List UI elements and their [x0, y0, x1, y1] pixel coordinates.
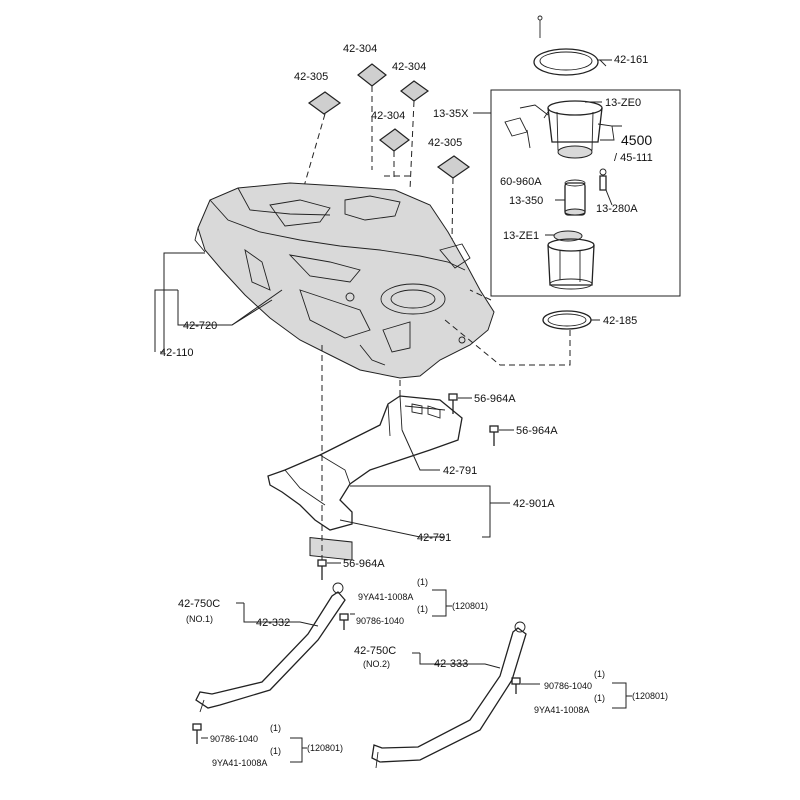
label-42-750c-2: 42-750C [354, 645, 396, 657]
label-qty-1f: (1) [270, 746, 281, 756]
label-no2: (NO.2) [363, 659, 390, 669]
bolt-56-964a-right [489, 425, 499, 446]
label-4500: 4500 [621, 132, 652, 148]
fuel-pump-13-350 [564, 179, 586, 216]
fuel-pump-module-13-35x [504, 100, 615, 159]
tank-frame-42-901a [267, 395, 463, 561]
label-42-305a: 42-305 [294, 71, 328, 83]
label-qty-1c: (1) [594, 669, 605, 679]
label-qty-1e: (1) [270, 723, 281, 733]
gasket-42-185 [542, 310, 592, 330]
label-42-791-a: 42-791 [443, 465, 477, 477]
label-42-750c-1: 42-750C [178, 598, 220, 610]
label-qty-1d: (1) [594, 693, 605, 703]
label-13-35x: 13-35X [433, 108, 469, 120]
label-9ya41-1008a-c: 9YA41-1008A [212, 758, 267, 768]
label-42-304c: 42-304 [371, 110, 405, 122]
label-qty-1a: (1) [417, 577, 428, 587]
label-56-964a-3: 56-964A [343, 558, 385, 570]
label-no1: (NO.1) [186, 614, 213, 624]
label-13-350: 13-350 [509, 195, 543, 207]
bolt-90786-1040-strap1 [339, 613, 349, 630]
label-120801-a: (120801) [452, 601, 488, 611]
label-42-720: 42-720 [183, 320, 217, 332]
fuel-tank-42-110 [194, 182, 495, 379]
label-42-305b: 42-305 [428, 137, 462, 149]
label-42-304b: 42-304 [392, 61, 426, 73]
pad-42-304-right [400, 80, 430, 102]
pad-42-304-top [357, 63, 387, 87]
label-90786-1040-b: 90786-1040 [544, 681, 592, 691]
label-9ya41-1008a-a: 9YA41-1008A [358, 592, 413, 602]
gauge-sender-13-280a [599, 168, 607, 191]
retaining-ring-42-161 [533, 15, 607, 76]
label-qty-1b: (1) [417, 604, 428, 614]
label-60-960a: 60-960A [500, 176, 542, 188]
label-42-332: 42-332 [256, 617, 290, 629]
bolt-56-964a-lower [317, 559, 327, 580]
bolt-90786-1040-strap2 [511, 677, 521, 694]
label-42-791-b: 42-791 [417, 532, 451, 544]
label-90786-1040-a: 90786-1040 [356, 616, 404, 626]
pad-42-305-right [436, 155, 471, 179]
label-group: 42-304 42-305 42-304 42-304 42-305 42-16… [160, 43, 668, 768]
label-42-161: 42-161 [614, 54, 648, 66]
pad-42-304-mid [379, 128, 410, 152]
tank-strap-42-332 [195, 582, 346, 713]
tank-strap-42-333 [371, 621, 527, 769]
label-56-964a-2: 56-964A [516, 425, 558, 437]
label-42-185: 42-185 [603, 315, 637, 327]
label-13-ze0: 13-ZE0 [605, 97, 641, 109]
label-42-110: 42-110 [160, 347, 193, 359]
fuel-strainer-cylinder [547, 238, 595, 290]
label-9ya41-1008a-b: 9YA41-1008A [534, 705, 589, 715]
label-42-901a: 42-901A [513, 498, 555, 510]
bolt-90786-1040-strap1-lower [192, 723, 202, 744]
label-120801-c: (120801) [307, 743, 343, 753]
label-45-111: / 45-111 [614, 152, 653, 164]
label-90786-1040-c: 90786-1040 [210, 734, 258, 744]
label-42-304a: 42-304 [343, 43, 377, 55]
pad-42-305-left [307, 91, 342, 115]
label-56-964a-1: 56-964A [474, 393, 516, 405]
bolt-56-964a-upper [448, 393, 458, 414]
label-42-333: 42-333 [434, 658, 468, 670]
label-13-280a: 13-280A [596, 203, 638, 215]
label-120801-b: (120801) [632, 691, 668, 701]
label-13-ze1: 13-ZE1 [503, 230, 539, 242]
